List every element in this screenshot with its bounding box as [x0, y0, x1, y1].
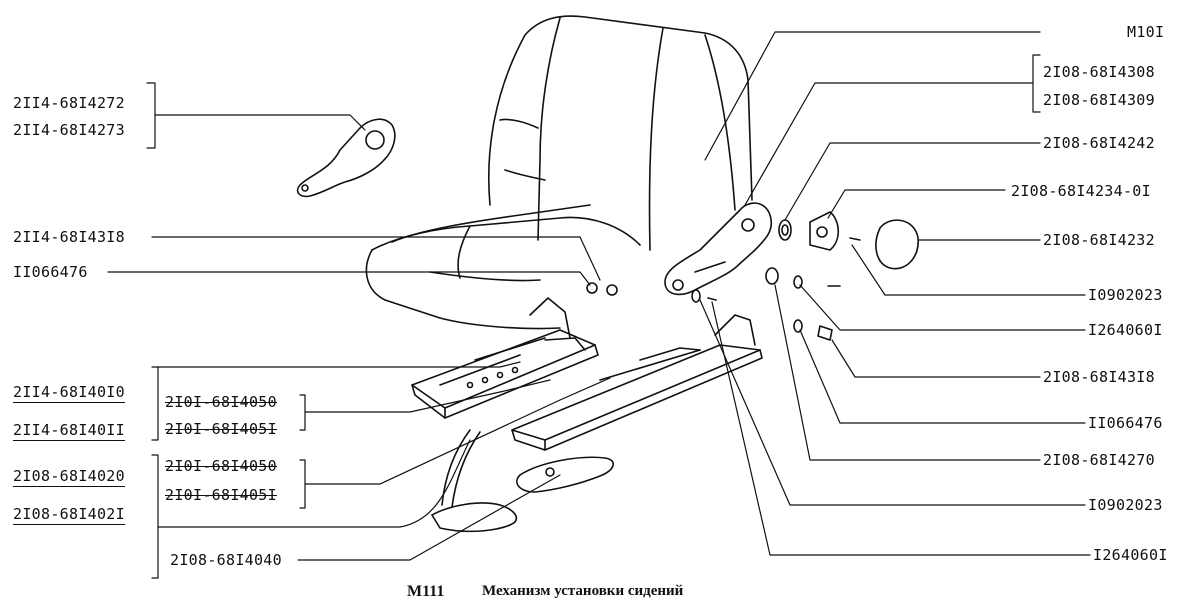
label-r10: I264060I: [1093, 546, 1168, 564]
label-r4: I0902023: [1088, 286, 1163, 304]
label-r2: 2I08-68I4234-0I: [1011, 182, 1151, 200]
label-r8: 2I08-68I4270: [1043, 451, 1155, 469]
right-rail: [511, 314, 763, 451]
label-r1: 2I08-68I4242: [1043, 134, 1155, 152]
right-hardware: [586, 211, 919, 341]
seat-cushion: [365, 204, 641, 330]
label-r0b: 2I08-68I4309: [1043, 91, 1155, 109]
label-l1: 2II4-68I43I8: [13, 228, 125, 246]
label-l3b: 2II4-68I40II: [13, 421, 125, 441]
label-l0b: 2II4-68I4273: [13, 121, 125, 139]
label-m2b: 2I0I-68I405I: [165, 486, 277, 504]
left-rail: [411, 297, 599, 419]
label-m1b: 2I0I-68I405I: [165, 420, 277, 438]
recliner-plate: [664, 202, 773, 296]
handle-bar: [431, 429, 518, 533]
label-r7: II066476: [1088, 414, 1163, 432]
leader-lines-right: [699, 31, 1091, 556]
upper-left-bracket: [296, 118, 396, 198]
label-r9: I0902023: [1088, 496, 1163, 514]
label-r6: 2I08-68I43I8: [1043, 368, 1155, 386]
label-l4b: 2I08-68I402I: [13, 505, 125, 525]
label-m2a: 2I0I-68I4050: [165, 457, 277, 475]
label-l0a: 2II4-68I4272: [13, 94, 125, 112]
label-m1a: 2I0I-68I4050: [165, 393, 277, 411]
label-l3a: 2II4-68I40I0: [13, 383, 125, 403]
figure-title: Механизм установки сидений: [482, 583, 684, 599]
label-r3: 2I08-68I4232: [1043, 231, 1155, 249]
foot-bracket: [516, 456, 614, 493]
label-m3: 2I08-68I4040: [170, 551, 282, 569]
label-l2: II066476: [13, 263, 88, 281]
figure-code: M111: [407, 583, 445, 600]
label-m101: M10I: [1127, 23, 1165, 41]
label-r5: I264060I: [1088, 321, 1163, 339]
leader-lines-left: [107, 82, 611, 579]
label-r0a: 2I08-68I4308: [1043, 63, 1155, 81]
label-l4a: 2I08-68I4020: [13, 467, 125, 487]
seat-back: [487, 15, 753, 251]
